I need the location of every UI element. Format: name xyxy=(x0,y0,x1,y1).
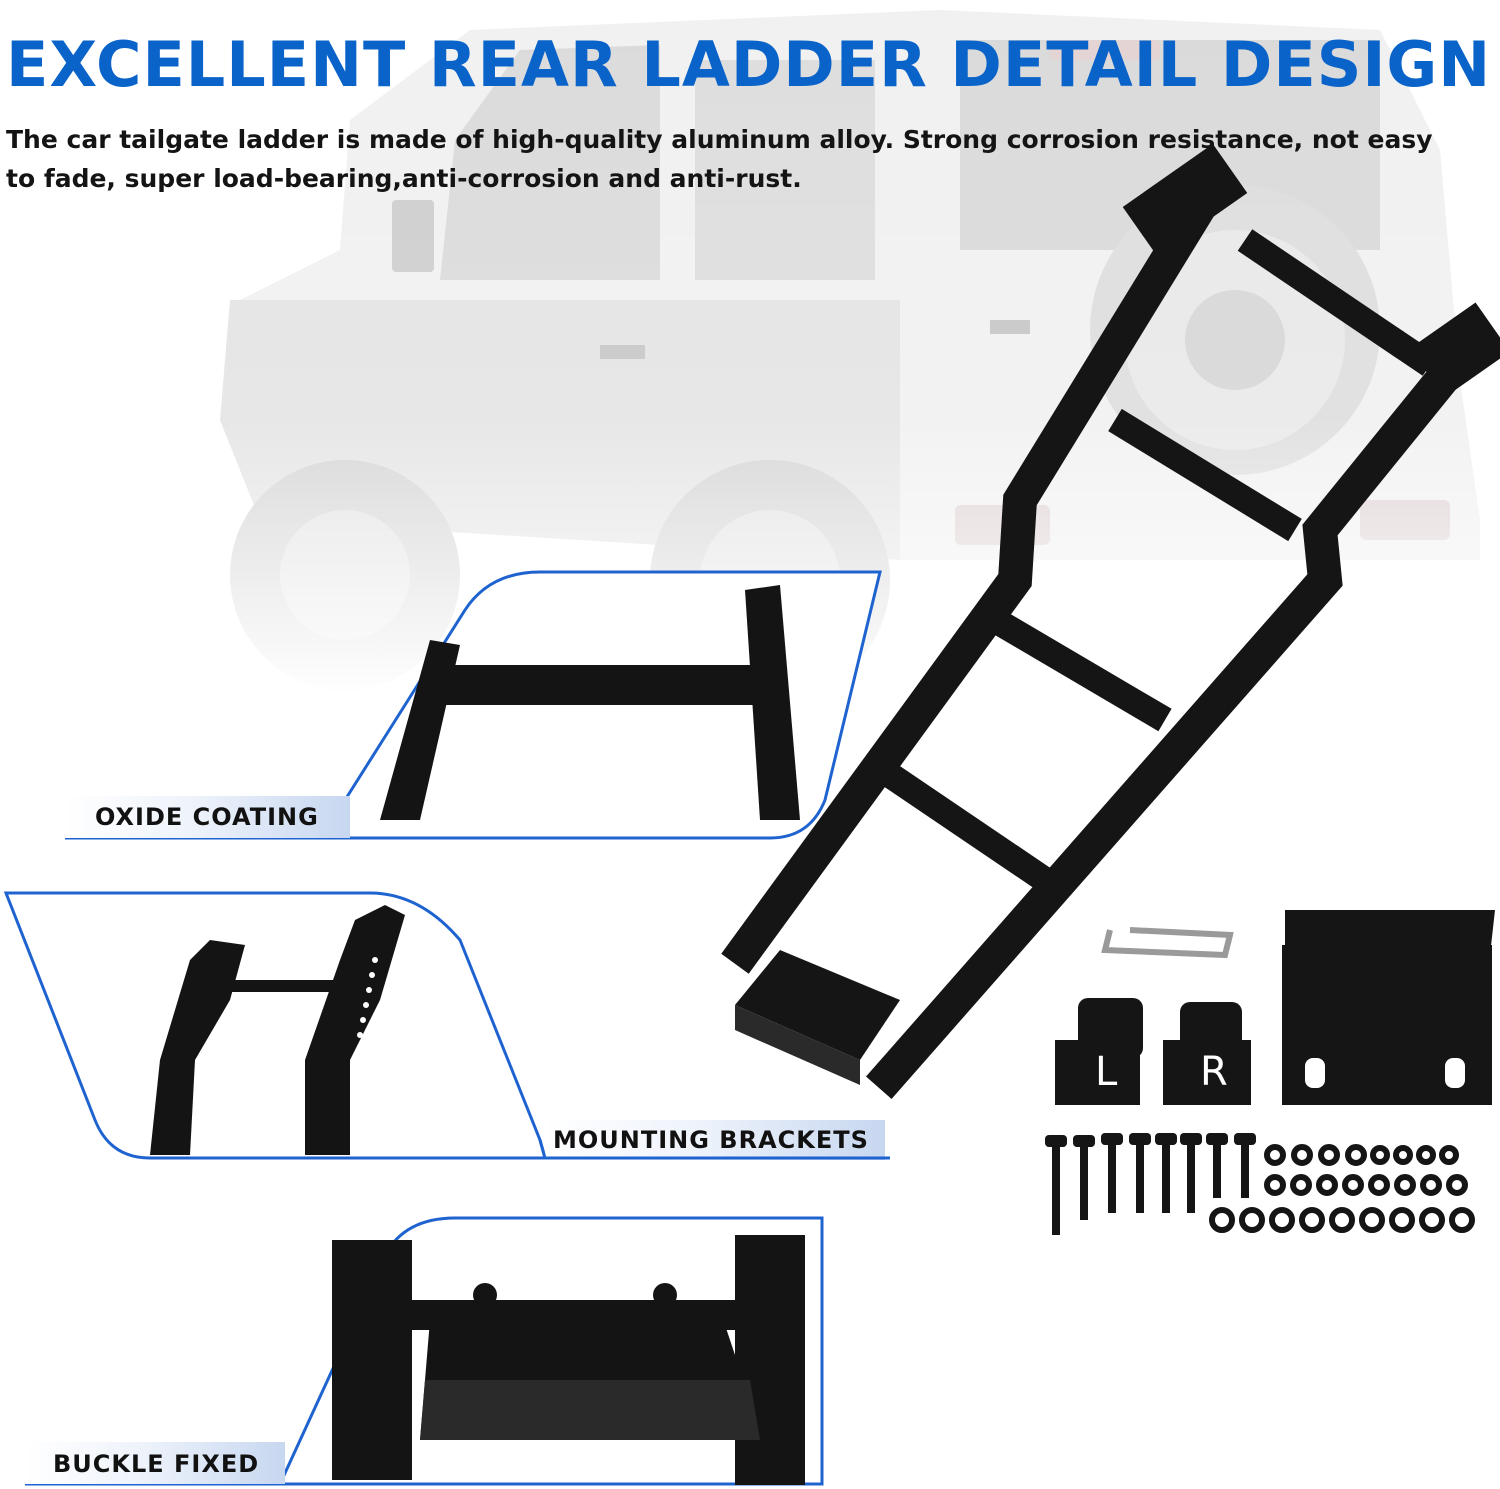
detail-panel-mounting-brackets xyxy=(3,891,890,1160)
nuts-washers-icon xyxy=(1209,1144,1475,1233)
left-bracket-icon xyxy=(1055,998,1143,1105)
buckle-fixed-label: BUCKLE FIXED xyxy=(53,1450,260,1478)
right-bracket-icon xyxy=(1163,1002,1251,1105)
mounting-plate-icon xyxy=(1282,910,1495,1105)
left-bracket-letter: L xyxy=(1095,1049,1119,1095)
bolts-icon xyxy=(1045,1133,1256,1235)
allen-key-icon xyxy=(1101,927,1234,959)
oxide-coating-label: OXIDE COATING xyxy=(95,803,319,831)
product-description: The car tailgate ladder is made of high-… xyxy=(6,125,1433,193)
page-title: EXCELLENT REAR LADDER DETAIL DESIGN xyxy=(6,28,1492,101)
detail-panel-buckle-fixed xyxy=(25,1216,824,1486)
detail-panel-oxide-coating xyxy=(65,570,882,840)
mounting-brackets-label: MOUNTING BRACKETS xyxy=(553,1126,869,1154)
right-bracket-letter: R xyxy=(1200,1049,1229,1095)
